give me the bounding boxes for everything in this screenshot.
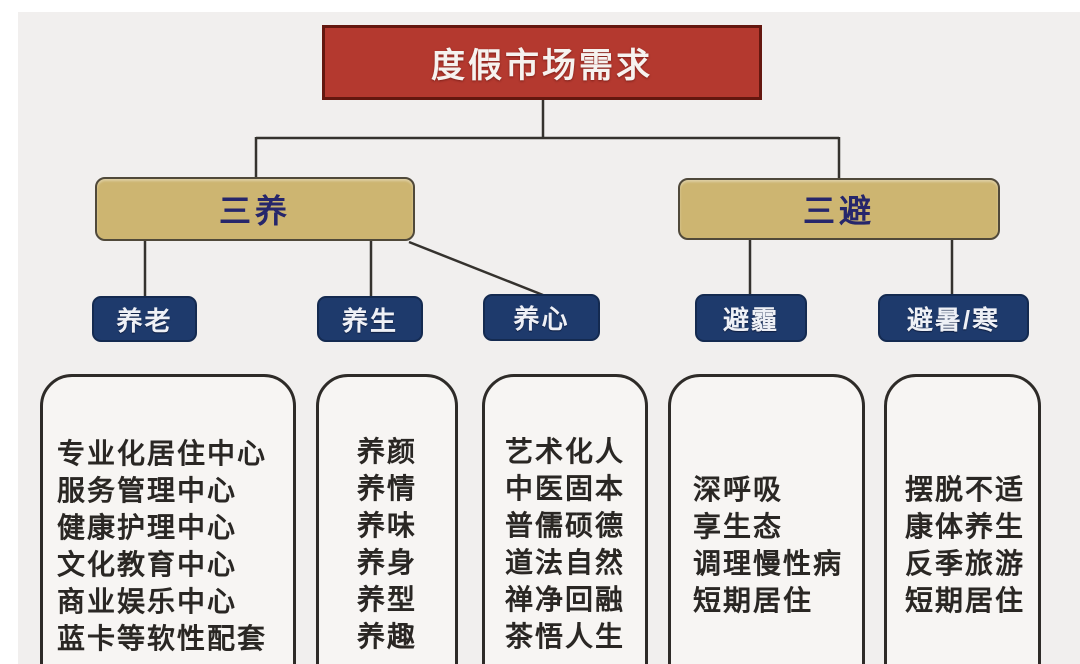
detail-list-yangsheng: 养颜 养情 养味 养身 养型 养趣 xyxy=(316,374,458,664)
list-item: 养型 xyxy=(356,584,417,615)
list-item: 调理慢性病 xyxy=(693,548,844,579)
leaf-node-yangsheng: 养生 xyxy=(317,296,423,342)
root-node-vacation-market-demand: 度假市场需求 xyxy=(322,25,762,100)
list-item: 养情 xyxy=(356,473,417,504)
list-item: 深呼吸 xyxy=(693,474,784,505)
branch-node-sanbi: 三避 xyxy=(678,178,1000,240)
root-node-label: 度假市场需求 xyxy=(431,47,653,85)
list-item: 摆脱不适 xyxy=(905,474,1026,505)
list-item: 短期居住 xyxy=(693,585,814,616)
leaf-node-yangxin: 养心 xyxy=(483,294,600,341)
list-item: 养颜 xyxy=(356,436,417,467)
branch-node-sanyang: 三养 xyxy=(95,177,415,241)
list-item: 商业娱乐中心 xyxy=(57,586,238,617)
leaf-bimai-label: 避霾 xyxy=(722,304,779,335)
leaf-yangsheng-label: 养生 xyxy=(341,305,398,336)
leaf-node-bimai: 避霾 xyxy=(695,294,807,342)
list-item: 道法自然 xyxy=(504,547,625,578)
list-item: 茶悟人生 xyxy=(504,621,625,652)
detail-list-bishuhan: 摆脱不适 康体养生 反季旅游 短期居住 xyxy=(884,374,1041,664)
list-item: 中医固本 xyxy=(504,473,625,504)
list-item: 蓝卡等软性配套 xyxy=(57,623,268,654)
list-item: 反季旅游 xyxy=(905,548,1026,579)
leaf-bishuhan-label: 避暑/寒 xyxy=(906,304,1001,335)
list-item: 养趣 xyxy=(356,621,417,652)
branch-sanbi-label: 三避 xyxy=(802,193,875,229)
list-item: 专业化居住中心 xyxy=(57,438,268,469)
detail-list-bimai: 深呼吸 享生态 调理慢性病 短期居住 xyxy=(668,374,865,664)
leaf-node-yanglao: 养老 xyxy=(92,296,197,342)
list-item: 普儒硕德 xyxy=(504,510,625,541)
list-item: 康体养生 xyxy=(905,511,1026,542)
detail-list-yangxin: 艺术化人 中医固本 普儒硕德 道法自然 禅净回融 茶悟人生 xyxy=(482,374,648,664)
list-item: 健康护理中心 xyxy=(57,512,238,543)
leaf-node-bishuhan: 避暑/寒 xyxy=(878,294,1029,342)
detail-list-yanglao: 专业化居住中心 服务管理中心 健康护理中心 文化教育中心 商业娱乐中心 蓝卡等软… xyxy=(40,374,296,664)
leaf-yangxin-label: 养心 xyxy=(513,304,570,334)
list-item: 养味 xyxy=(356,510,417,541)
list-item: 服务管理中心 xyxy=(57,475,238,506)
branch-sanyang-label: 三养 xyxy=(218,193,291,229)
list-item: 禅净回融 xyxy=(504,584,625,615)
list-item: 艺术化人 xyxy=(504,436,625,467)
list-item: 养身 xyxy=(356,547,417,578)
list-item: 文化教育中心 xyxy=(57,549,238,580)
list-item: 短期居住 xyxy=(905,585,1026,616)
leaf-yanglao-label: 养老 xyxy=(116,305,173,336)
list-item: 享生态 xyxy=(693,511,784,542)
